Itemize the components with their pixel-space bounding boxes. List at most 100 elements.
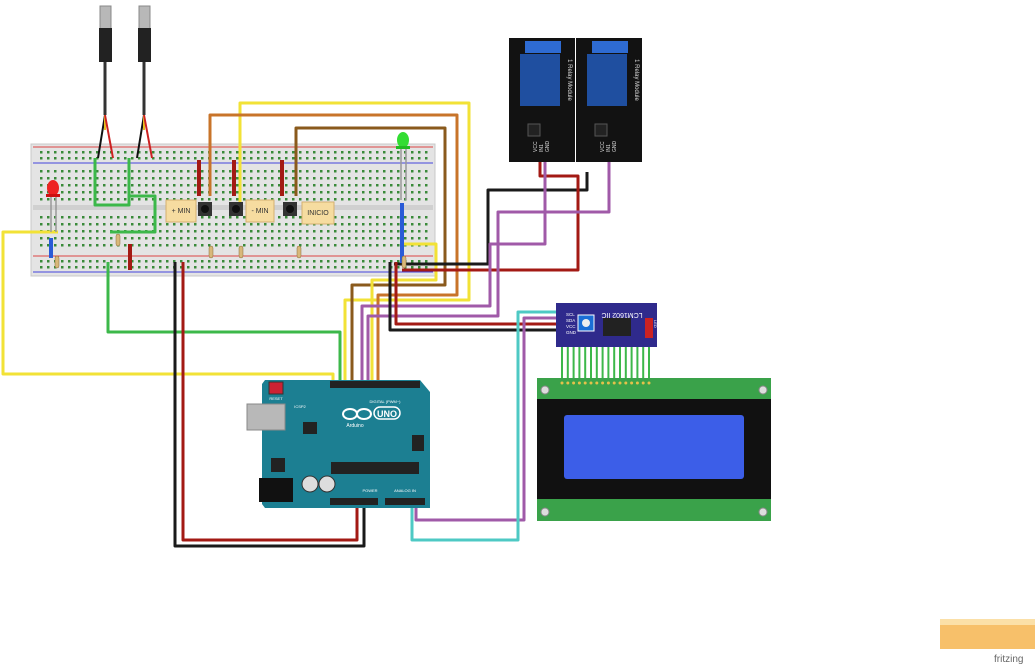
breadboard-hole bbox=[145, 244, 148, 247]
breadboard-hole bbox=[355, 230, 358, 233]
breadboard-hole bbox=[278, 170, 281, 173]
resistors bbox=[54, 233, 407, 269]
breadboard-hole bbox=[411, 198, 414, 201]
breadboard-hole bbox=[152, 177, 155, 180]
breadboard-hole bbox=[180, 151, 183, 154]
breadboard-hole bbox=[418, 191, 421, 194]
breadboard-hole bbox=[201, 266, 204, 269]
breadboard-hole bbox=[61, 266, 64, 269]
breadboard-hole bbox=[250, 266, 253, 269]
breadboard-hole bbox=[250, 170, 253, 173]
breadboard-hole bbox=[397, 198, 400, 201]
push-button-plus[interactable] bbox=[198, 202, 212, 216]
breadboard-hole bbox=[327, 230, 330, 233]
breadboard-hole bbox=[362, 157, 365, 160]
breadboard-hole bbox=[187, 244, 190, 247]
breadboard-hole bbox=[327, 237, 330, 240]
breadboard-hole bbox=[61, 260, 64, 263]
wire-black-i2c bbox=[388, 262, 562, 332]
breadboard-hole bbox=[362, 223, 365, 226]
breadboard-hole bbox=[376, 170, 379, 173]
breadboard-hole bbox=[229, 151, 232, 154]
relay-module-2: 1 Relay Module VCC IN1 GND bbox=[576, 38, 642, 162]
breadboard-hole bbox=[89, 260, 92, 263]
resistor bbox=[296, 245, 302, 259]
breadboard-hole bbox=[397, 191, 400, 194]
breadboard-hole bbox=[138, 170, 141, 173]
breadboard-hole bbox=[82, 177, 85, 180]
breadboard-hole bbox=[348, 230, 351, 233]
label-text: + MIN bbox=[172, 208, 191, 215]
breadboard-hole bbox=[89, 266, 92, 269]
breadboard-hole bbox=[271, 244, 274, 247]
breadboard-hole bbox=[82, 237, 85, 240]
breadboard-hole bbox=[96, 223, 99, 226]
breadboard-hole bbox=[194, 191, 197, 194]
wire-purple-sda bbox=[414, 316, 560, 522]
push-button-inicio[interactable] bbox=[283, 202, 297, 216]
breadboard-hole bbox=[138, 244, 141, 247]
breadboard-hole bbox=[131, 151, 134, 154]
breadboard-hole bbox=[201, 177, 204, 180]
breadboard-hole bbox=[383, 230, 386, 233]
breadboard-hole bbox=[131, 170, 134, 173]
breadboard-hole bbox=[173, 230, 176, 233]
button-cap bbox=[286, 205, 294, 213]
breadboard-hole bbox=[215, 230, 218, 233]
lcd-header-pad bbox=[595, 381, 599, 385]
breadboard-hole bbox=[313, 151, 316, 154]
arduino-reset-button[interactable] bbox=[268, 381, 284, 395]
breadboard-hole bbox=[159, 237, 162, 240]
breadboard-hole bbox=[103, 151, 106, 154]
breadboard-hole bbox=[383, 170, 386, 173]
breadboard-hole bbox=[103, 177, 106, 180]
breadboard-hole bbox=[299, 223, 302, 226]
breadboard-hole bbox=[159, 191, 162, 194]
wire-green-sensor bbox=[93, 158, 131, 207]
breadboard-hole bbox=[334, 191, 337, 194]
breadboard-hole bbox=[166, 230, 169, 233]
arduino-reset-label: RESET bbox=[269, 396, 283, 401]
i2c-pin-scl: SCL bbox=[566, 312, 575, 317]
breadboard-hole bbox=[348, 237, 351, 240]
breadboard-hole bbox=[418, 266, 421, 269]
breadboard-hole bbox=[89, 170, 92, 173]
breadboard-hole bbox=[82, 216, 85, 219]
breadboard-hole bbox=[425, 177, 428, 180]
breadboard-hole bbox=[229, 244, 232, 247]
breadboard-hole bbox=[96, 237, 99, 240]
breadboard-hole bbox=[145, 198, 148, 201]
breadboard-hole bbox=[271, 191, 274, 194]
breadboard-hole bbox=[131, 191, 134, 194]
breadboard-hole bbox=[68, 223, 71, 226]
breadboard-hole bbox=[264, 237, 267, 240]
breadboard-hole bbox=[376, 230, 379, 233]
breadboard-hole bbox=[411, 237, 414, 240]
breadboard-hole bbox=[383, 177, 386, 180]
breadboard-hole bbox=[103, 191, 106, 194]
breadboard-hole bbox=[285, 151, 288, 154]
breadboard-hole bbox=[250, 244, 253, 247]
breadboard-hole bbox=[271, 237, 274, 240]
push-button-minus[interactable] bbox=[229, 202, 243, 216]
relay-pin-in1: IN1 bbox=[606, 144, 612, 152]
breadboard-hole bbox=[173, 244, 176, 247]
breadboard-hole bbox=[117, 170, 120, 173]
lcd-header-pad bbox=[601, 381, 605, 385]
breadboard-hole bbox=[68, 260, 71, 263]
breadboard-hole bbox=[89, 237, 92, 240]
breadboard-hole bbox=[390, 184, 393, 187]
breadboard-hole bbox=[40, 223, 43, 226]
breadboard-hole bbox=[243, 191, 246, 194]
breadboard-hole bbox=[138, 198, 141, 201]
breadboard-hole bbox=[390, 170, 393, 173]
sensor-lead-red bbox=[143, 114, 153, 159]
breadboard-hole bbox=[390, 216, 393, 219]
breadboard-hole bbox=[131, 177, 134, 180]
breadboard-hole bbox=[362, 184, 365, 187]
breadboard-hole bbox=[110, 266, 113, 269]
breadboard-hole bbox=[138, 216, 141, 219]
logo-arduino-text: Arduino bbox=[346, 423, 363, 429]
breadboard-hole bbox=[180, 157, 183, 160]
breadboard-hole bbox=[201, 184, 204, 187]
